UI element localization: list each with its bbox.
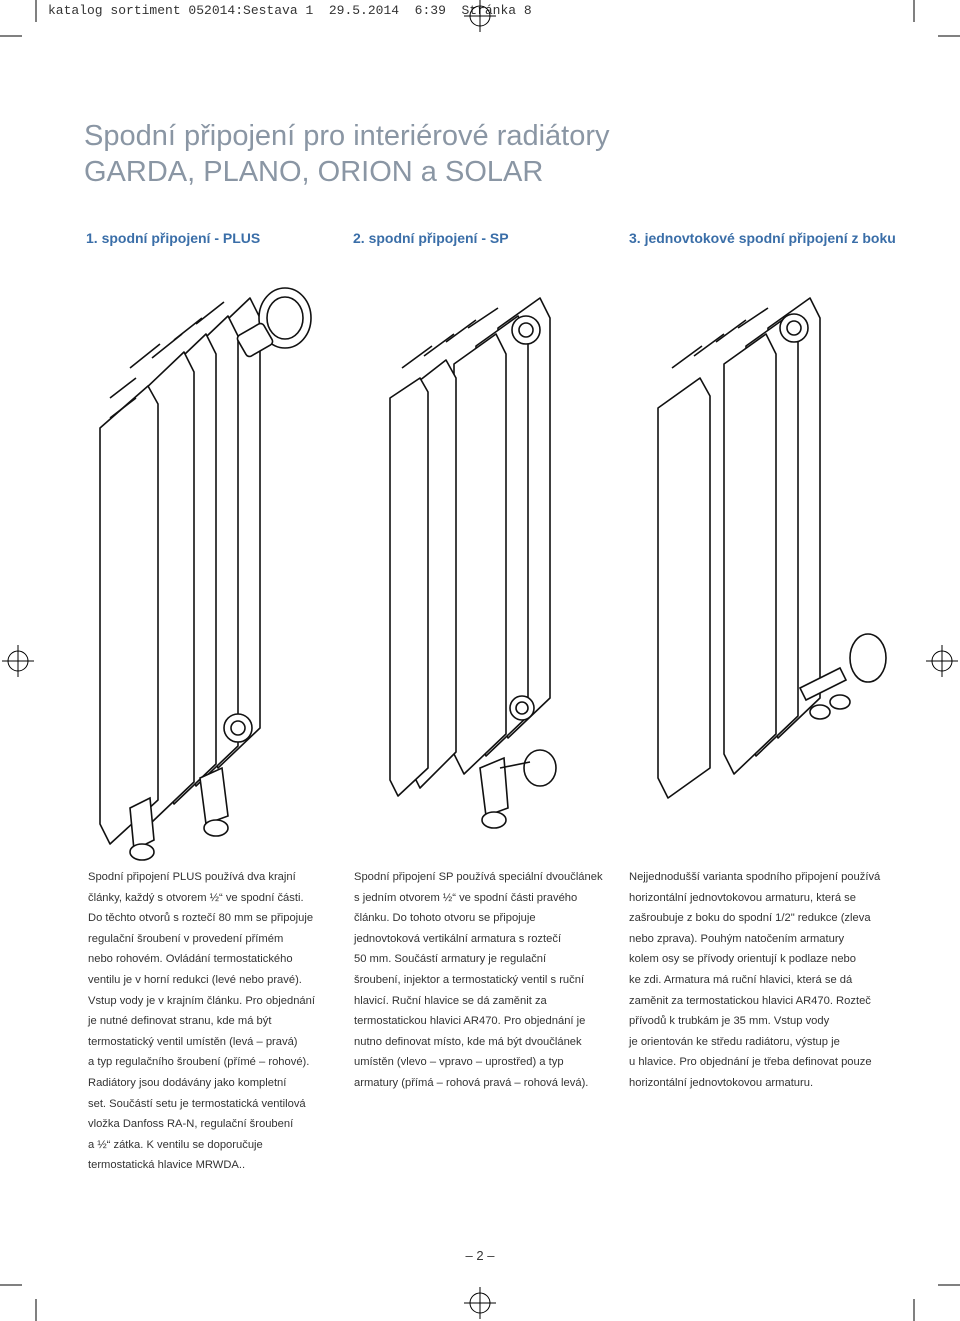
text-line: ventilu je v horní redukci (levé nebo pr… bbox=[88, 973, 302, 986]
text-line: kolem osy se přívody orientují k podlaze… bbox=[629, 953, 856, 966]
text-line: nebo rohovém. Ovládání termostatického bbox=[88, 953, 293, 966]
text-line: ke zdi. Armatura má ruční hlavici, která… bbox=[629, 973, 853, 986]
radiator-side-illustration bbox=[657, 297, 887, 799]
text-line: regulační šroubení v provedení přímém bbox=[88, 932, 284, 945]
print-slug: katalog sortiment 052014:Sestava 1 29.5.… bbox=[48, 3, 532, 18]
text-line: šroubení, injektor a termostatický venti… bbox=[354, 973, 585, 986]
text-line: Nejjednodušší varianta spodního připojen… bbox=[629, 871, 881, 883]
text-line: článku. Do tohoto otvoru se připojuje bbox=[354, 912, 536, 925]
text-line: termostatickou hlavici AR470. Pro objedn… bbox=[354, 1015, 586, 1028]
column-plus-text: Spodní připojení PLUS používá dva krajní… bbox=[88, 867, 315, 1176]
heading-plus: 1. spodní připojení - PLUS bbox=[86, 230, 261, 246]
heading-sp: 2. spodní připojení - SP bbox=[353, 230, 509, 246]
text-line: Vstup vody je v krajním článku. Pro obje… bbox=[88, 994, 315, 1007]
text-line: Spodní připojení SP používá speciální dv… bbox=[354, 871, 603, 883]
text-line: a typ regulačního šroubení (přímé – roho… bbox=[88, 1056, 310, 1069]
text-line: Radiátory jsou dodávány jako kompletní bbox=[88, 1076, 287, 1089]
text-line: Spodní připojení PLUS používá dva krajní bbox=[88, 871, 296, 883]
text-line: vložka Danfoss RA-N, regulační šroubení bbox=[88, 1118, 294, 1131]
text-line: hlavicí. Ruční hlavice se dá zaměnit za bbox=[354, 994, 547, 1007]
text-line: zašroubuje z boku do spodní 1/2" redukce… bbox=[629, 912, 871, 925]
text-line: přívodů k trubkám je 35 mm. Vstup vody bbox=[629, 1015, 830, 1028]
text-line: 50 mm. Součástí armatury je regulační bbox=[354, 953, 547, 966]
text-line: termostatický ventil umístěn (levá – pra… bbox=[88, 1035, 298, 1048]
registration-mark-right bbox=[926, 645, 958, 677]
text-line: jednovtoková vertikální armatura s rozte… bbox=[354, 932, 562, 945]
registration-mark-left bbox=[2, 645, 34, 677]
text-line: Do těchto otvorů s roztečí 80 mm se přip… bbox=[88, 912, 314, 925]
text-line: armatury (přímá – rohová pravá – rohová … bbox=[354, 1076, 589, 1089]
page-title: Spodní připojení pro interiérové radiáto… bbox=[84, 118, 904, 190]
title-line-1: Spodní připojení pro interiérové radiáto… bbox=[84, 120, 610, 152]
text-line: zaměnit za termostatickou hlavici AR470.… bbox=[629, 994, 871, 1007]
text-line: nebo zprava). Pouhým natočením armatury bbox=[629, 932, 845, 945]
text-line: články, každý s otvorem ½“ ve spodní čás… bbox=[88, 891, 304, 904]
text-line: umístěn (vlevo – vpravo – uprostřed) a t… bbox=[354, 1056, 564, 1069]
text-line: u hlavice. Pro objednání je třeba defino… bbox=[629, 1056, 872, 1069]
text-line: horizontální jednovtokovou armaturu, kte… bbox=[629, 891, 856, 904]
radiator-sp-illustration bbox=[389, 297, 557, 829]
text-line: a ½“ zátka. K ventilu se doporučuje bbox=[88, 1138, 263, 1151]
column-sp-text: Spodní připojení SP používá speciální dv… bbox=[354, 867, 603, 1094]
title-line-2: GARDA, PLANO, ORION a SOLAR bbox=[84, 156, 544, 188]
text-line: je orientován ke středu radiátoru, výstu… bbox=[629, 1035, 840, 1048]
text-line: s jedním otvorem ½“ ve spodní části prav… bbox=[354, 891, 578, 904]
radiator-plus-illustration bbox=[99, 287, 312, 861]
text-line: je nutné definovat stranu, kde má být bbox=[88, 1015, 272, 1028]
heading-side: 3. jednovtokové spodní připojení z boku bbox=[629, 230, 896, 246]
text-line: set. Součástí setu je termostatická vent… bbox=[88, 1097, 306, 1110]
page-number: – 2 – bbox=[465, 1248, 495, 1263]
column-side-text: Nejjednodušší varianta spodního připojen… bbox=[629, 867, 880, 1094]
registration-mark-bottom bbox=[464, 1287, 496, 1319]
text-line: nutno definovat místo, kde má být dvoučl… bbox=[354, 1035, 582, 1048]
text-line: horizontální jednovtokovou armaturu. bbox=[629, 1076, 814, 1089]
registration-mark-top bbox=[464, 0, 496, 32]
text-line: termostatická hlavice MRWDA.. bbox=[88, 1159, 246, 1172]
